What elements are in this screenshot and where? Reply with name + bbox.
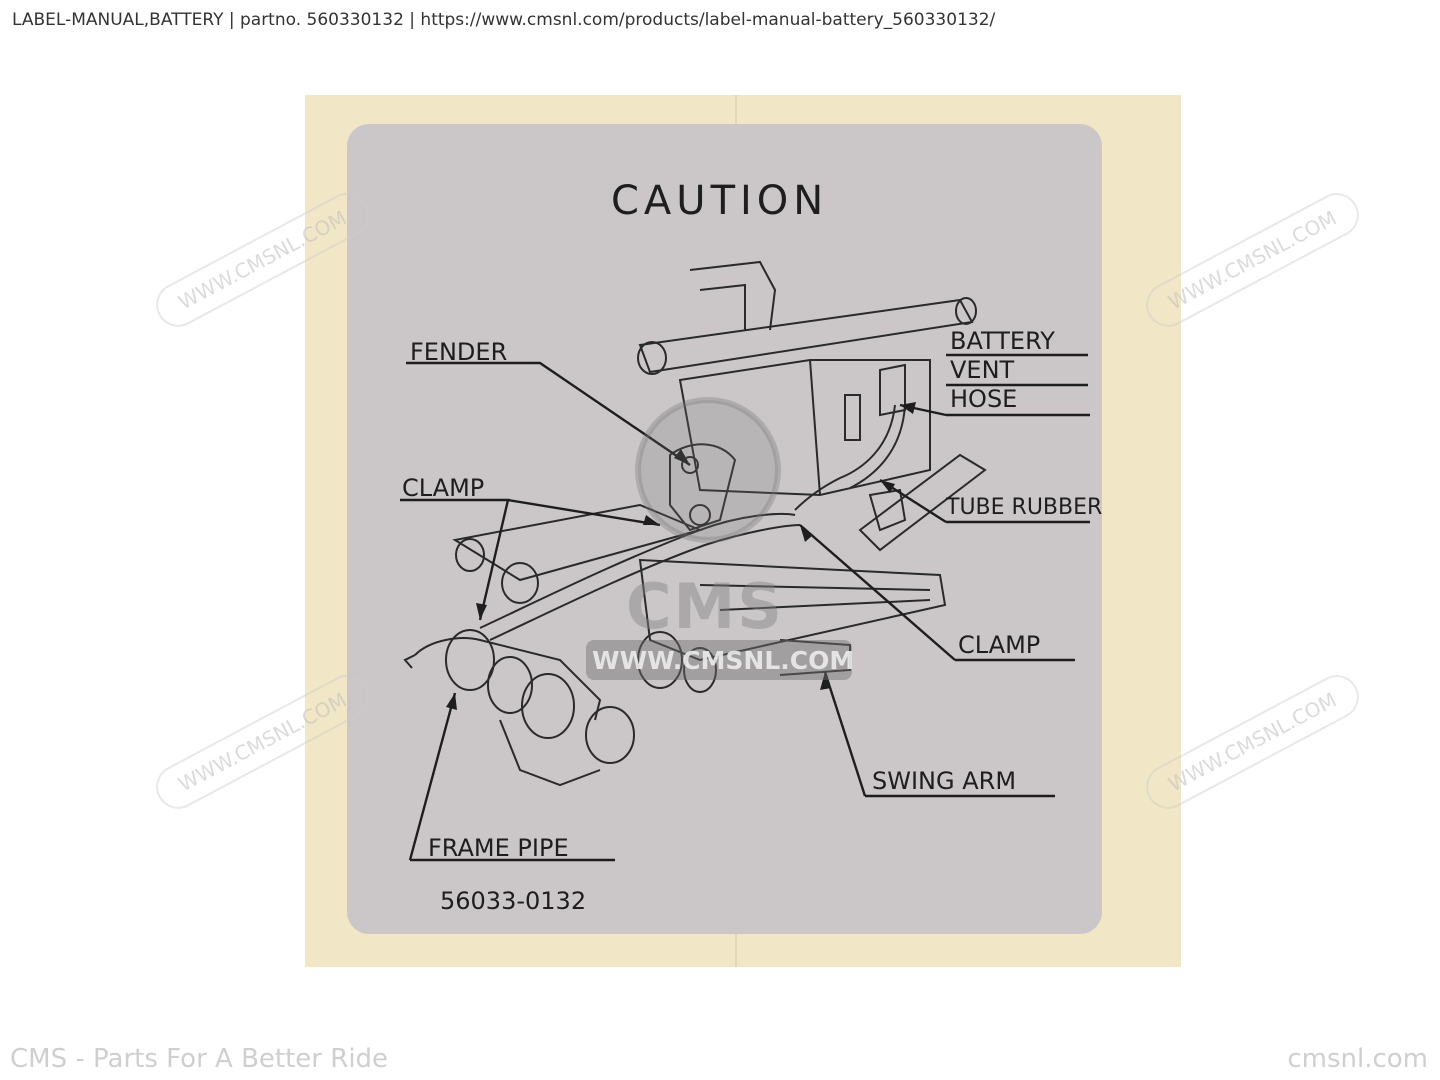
callout-hose: HOSE (950, 385, 1018, 413)
caution-label-sticker (347, 124, 1102, 934)
callout-swing-arm: SWING ARM (872, 767, 1017, 795)
callout-tube-rubber: TUBE RUBBER (946, 495, 1103, 520)
page-header: LABEL-MANUAL,BATTERY | partno. 560330132… (12, 10, 996, 30)
callout-fender: FENDER (410, 338, 508, 366)
label-title: CAUTION (611, 178, 829, 224)
cms-badge-logo: CMS (626, 570, 784, 643)
callout-vent: VENT (950, 356, 1015, 384)
callout-battery: BATTERY (950, 327, 1055, 355)
footer-site: cmsnl.com (1287, 1044, 1428, 1074)
callout-frame-pipe: FRAME PIPE (428, 834, 569, 862)
cms-badge-url: WWW.CMSNL.COM (592, 646, 855, 675)
callout-clamp-left: CLAMP (402, 474, 485, 502)
footer-tagline: CMS - Parts For A Better Ride (10, 1044, 389, 1074)
callout-clamp-right: CLAMP (958, 631, 1041, 659)
label-part-code: 56033-0132 (440, 887, 587, 915)
